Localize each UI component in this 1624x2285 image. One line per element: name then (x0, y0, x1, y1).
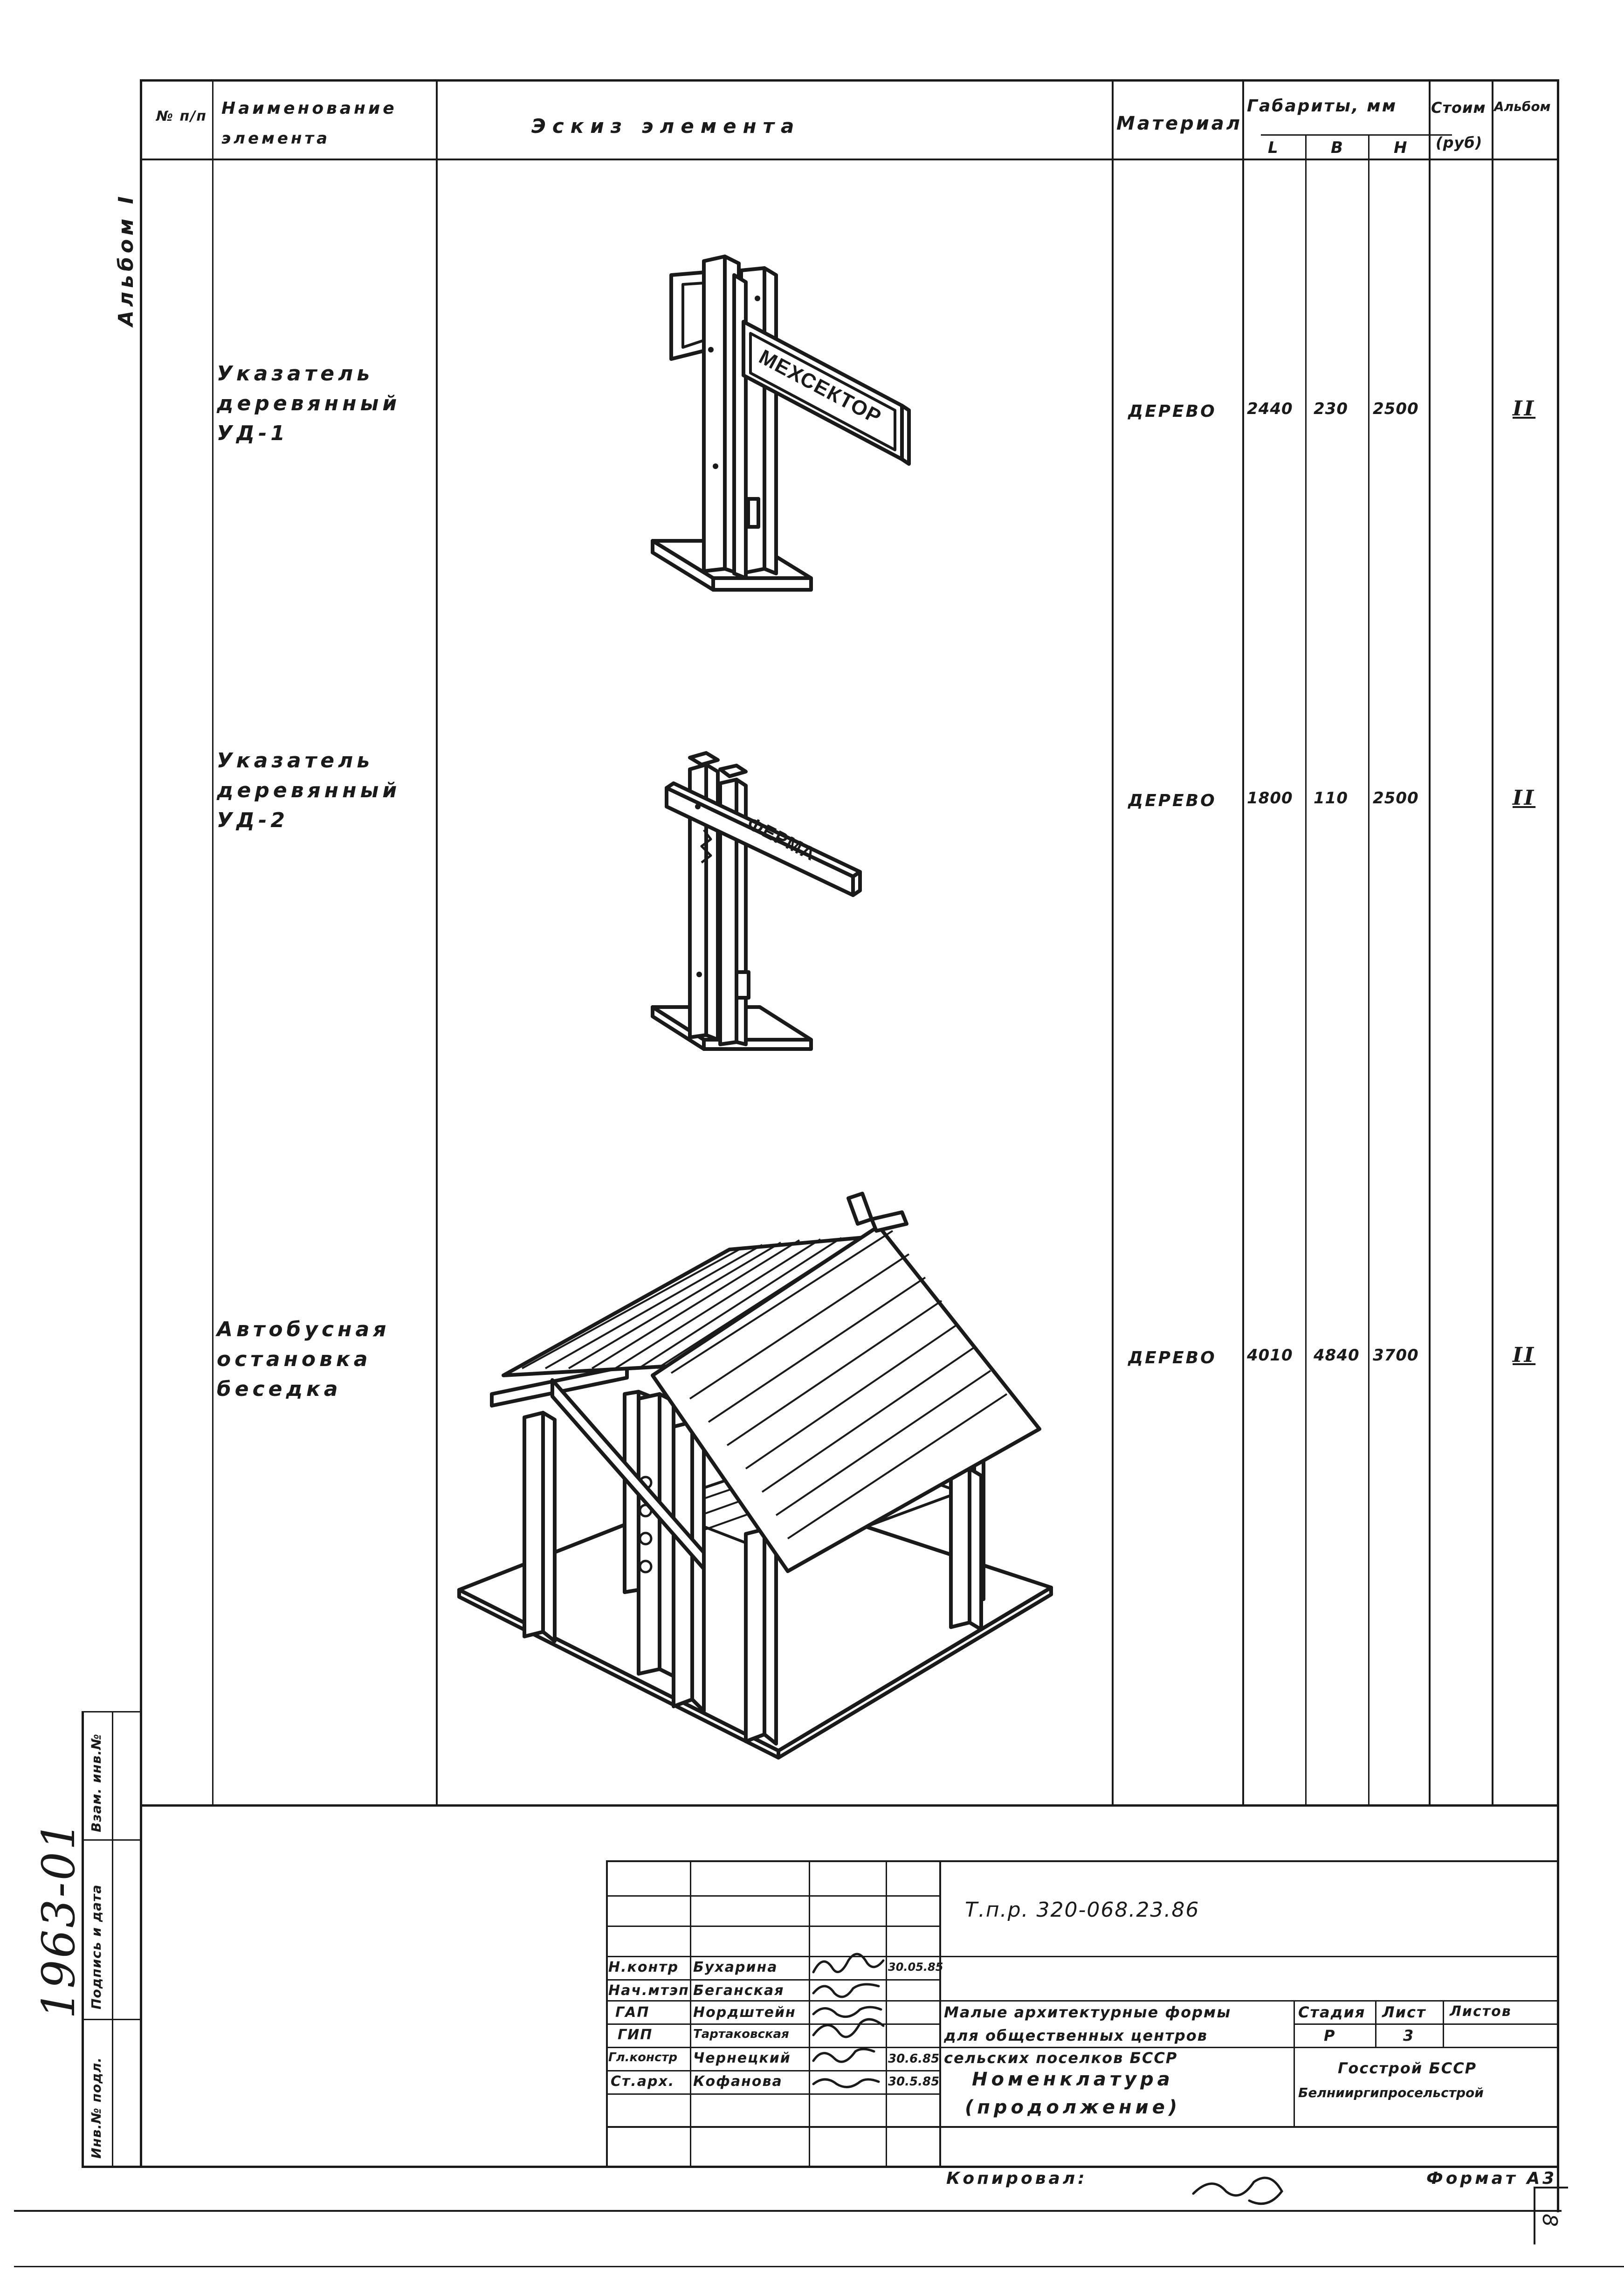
tb-org-1: Госстрой БССР (1338, 2059, 1477, 2077)
row-1-dim-h: 2500 (1373, 400, 1419, 418)
row-3-dim-b: 4840 (1314, 1346, 1360, 1365)
sketch-ud2: ФЕРМА (651, 751, 862, 1051)
tb-role-4: ГИП (618, 2027, 653, 2043)
tb-name-4: Тартаковская (693, 2027, 789, 2041)
tb-project-title-3: сельских поселков БССР (944, 2049, 1178, 2067)
tb-stage-label: Стадия (1298, 2003, 1366, 2021)
page-number-box (1534, 2187, 1568, 2244)
row-3-dim-h: 3700 (1373, 1346, 1419, 1365)
tb-project-title-1: Малые архитектурные формы (944, 2003, 1232, 2021)
row-1-material: ДЕРЕВО (1128, 402, 1217, 421)
tb-date-6: 30.5.85 (888, 2075, 940, 2089)
header-num-label: № п/п (156, 108, 207, 124)
tb-role-6: Ст.арх. (611, 2073, 675, 2090)
signature-2 (812, 1983, 880, 1998)
header-sketch-label: Эскиз элемента (531, 115, 801, 138)
tb-role-5: Гл.констр (608, 2050, 678, 2064)
signature-copied (1192, 2176, 1283, 2205)
row-2-material: ДЕРЕВО (1128, 791, 1217, 810)
header-dim-h: H (1394, 138, 1410, 157)
header-dims-label: Габариты, мм (1247, 97, 1397, 116)
header-album-label: Альбом (1494, 99, 1551, 114)
header-name-label-1: Наименование (221, 99, 397, 118)
tb-name-6: Кофанова (693, 2073, 783, 2090)
row-1-name: Указатель деревянный УД-1 (217, 362, 401, 445)
row-1-dim-b: 230 (1314, 400, 1348, 418)
stamp-label-signature: Подпись и дата (89, 1884, 104, 2009)
tb-role-1: Н.контр (608, 1959, 679, 1975)
row-3-album: II (1513, 1343, 1536, 1367)
sign-ud2-text: ФЕРМА (744, 813, 819, 865)
header-material-label: Материал (1116, 113, 1243, 134)
tb-sheets-label: Листов (1450, 2003, 1512, 2020)
tb-date-1: 30.05.85 (888, 1961, 943, 1974)
tb-sheet-value: 3 (1403, 2027, 1415, 2044)
signature-6 (812, 2078, 880, 2088)
row-1-album: II (1513, 397, 1536, 421)
sketch-pavilion (457, 1192, 1053, 1760)
header-cost-label-2: (руб) (1436, 134, 1483, 152)
row-3-dim-l: 4010 (1247, 1346, 1293, 1365)
row-2-dim-h: 2500 (1373, 789, 1419, 808)
sign-ud1-text: МЕХСЕКТОР (755, 345, 885, 429)
sketch-ud1: МЕХСЕКТОР (651, 255, 911, 592)
tb-project-title-2: для общественных центров (944, 2027, 1208, 2044)
title-block-code: Т.п.р. 320-068.23.86 (965, 1898, 1200, 1922)
row-2-dim-l: 1800 (1247, 789, 1293, 808)
tb-stage-value: Р (1324, 2027, 1336, 2044)
tb-name-1: Бухарина (693, 1959, 778, 1975)
header-dim-l: L (1268, 138, 1281, 157)
signature-5 (812, 2048, 875, 2063)
format-label: Формат А3 (1426, 2169, 1557, 2188)
row-1-dim-l: 2440 (1247, 400, 1293, 418)
tb-role-3: ГАП (615, 2004, 650, 2021)
header-name-label-2: элемента (221, 129, 330, 148)
copied-label: Копировал: (946, 2169, 1087, 2188)
row-2-album: II (1513, 786, 1536, 810)
header-dim-b: B (1331, 138, 1346, 157)
stamp-label-inventory: Инв.№ подл. (89, 2057, 104, 2159)
row-3-material: ДЕРЕВО (1128, 1348, 1217, 1367)
tb-sheet-title-2: (продолжение) (965, 2097, 1181, 2118)
row-3-name: Автобусная остановка беседка (217, 1318, 390, 1401)
tb-date-5: 30.6.85 (888, 2052, 940, 2066)
tb-role-2: Нач.мтэп (608, 1982, 689, 1999)
signature-3 (812, 2006, 882, 2018)
stamp-handwritten-number: 1963-01 (33, 1820, 85, 2019)
album-margin-label: Альбом I (114, 193, 138, 326)
row-2-name: Указатель деревянный УД-2 (217, 749, 401, 832)
tb-name-3: Нордштейн (693, 2004, 796, 2021)
stamp-label-replacement: Взам. инв.№ (89, 1733, 104, 1832)
signature-4 (812, 2018, 885, 2038)
tb-name-2: Беганская (693, 1982, 784, 1999)
tb-name-5: Чернецкий (693, 2050, 791, 2066)
row-2-dim-b: 110 (1314, 789, 1348, 808)
tb-org-2: Белнииргипросельстрой (1298, 2085, 1484, 2100)
page-number: 8 (1538, 2214, 1562, 2227)
tb-sheet-label: Лист (1382, 2003, 1426, 2021)
tb-sheet-title-1: Номенклатура (972, 2069, 1174, 2090)
header-cost-label-1: Стоим (1431, 99, 1486, 117)
